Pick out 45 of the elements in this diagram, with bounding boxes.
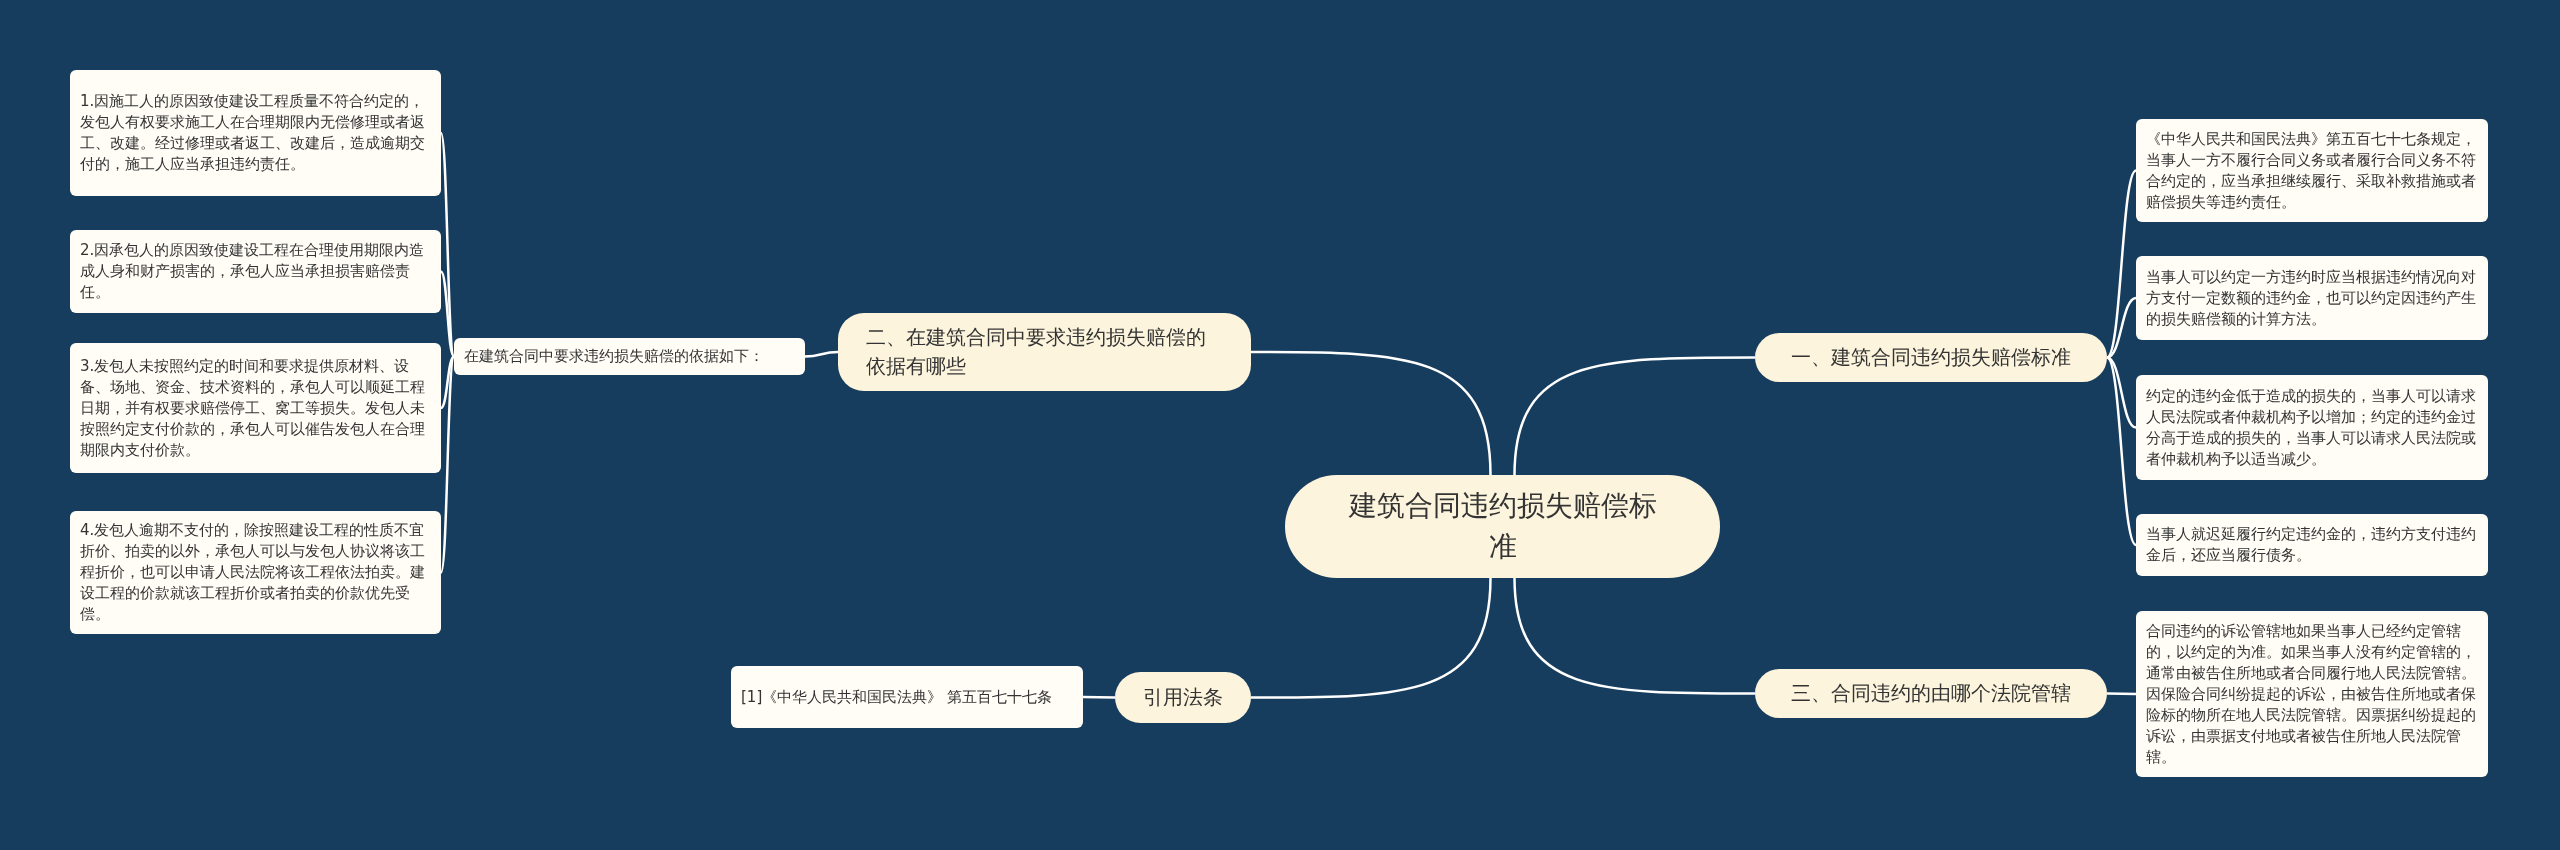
note-text: [1]《中华人民共和国民法典》 第五百七十七条 (741, 686, 1052, 708)
connector-line (2106, 356, 2137, 546)
note-text: 当事人可以约定一方违约时应当根据违约情况向对方支付一定数额的违约金，也可以约定因违约产生的损失赔偿额的计算方法。 (2146, 266, 2477, 330)
connector-line (1251, 350, 1492, 476)
note-text: 在建筑合同中要求违约损失赔偿的依据如下： (464, 346, 764, 367)
connector-line (2106, 169, 2137, 359)
note-card (2136, 375, 2488, 480)
connector-line (2106, 692, 2137, 696)
connector-line (1082, 695, 1116, 699)
note-card (2136, 119, 2488, 222)
note-card (731, 666, 1083, 728)
connector-line (439, 270, 456, 358)
note-card (2136, 256, 2488, 340)
topic-node (1755, 669, 2107, 718)
topic-node (1755, 333, 2107, 382)
connector-line (1513, 356, 1755, 476)
note-card (70, 230, 441, 313)
note-card (70, 511, 441, 634)
note-text: 4.发包人逾期不支付的，除按照建设工程的性质不宜折价、拍卖的以外，承包人可以与发包人协议将该工程折价，也可以申请人民法院将该工程依法拍卖。建设工程的价款就该工程折价或者拍卖的价款优先受偿。 (80, 520, 426, 625)
topic-text: 三、合同违约的由哪个法院管辖 (1791, 680, 2071, 707)
connector-line (1513, 577, 1755, 695)
topic-node (838, 313, 1251, 391)
topic-text: 建筑合同违约损失赔偿标准 (1347, 487, 1658, 565)
connector-line (804, 350, 839, 358)
note-card (70, 343, 441, 473)
note-text: 2.因承包人的原因致使建设工程在合理使用期限内造成人身和财产损害的，承包人应当承担损害赔偿责任。 (80, 240, 426, 303)
note-card (70, 70, 441, 196)
note-text: 当事人就迟延履行约定违约金的，违约方支付违约金后，还应当履行债务。 (2146, 524, 2477, 566)
topic-text: 引用法条 (1143, 684, 1223, 711)
connector-line (439, 356, 456, 573)
note-text: 《中华人民共和国民法典》第五百七十七条规定，当事人一方不履行合同义务或者履行合同义务不符合约定的，应当承担继续履行、采取补救措施或者赔偿损失等违约责任。 (2146, 128, 2477, 213)
connector-line (440, 355, 455, 409)
topic-node (1115, 672, 1251, 723)
connector-line (1251, 577, 1492, 699)
topic-text: 二、在建筑合同中要求违约损失赔偿的依据有哪些 (866, 324, 1207, 380)
note-text: 合同违约的诉讼管辖地如果当事人已经约定管辖的，以约定的为准。如果当事人没有约定管辖的，通常由被告住所地或者合同履行地人民法院管辖。因保险合同纠纷提起的诉讼，由被告住所地或者保险标的物所在地人民法院管辖。因票据纠纷提起的诉讼，由票据支付地或者被告住所地人民法院管辖。 (2146, 620, 2477, 768)
topic-text: 一、建筑合同违约损失赔偿标准 (1791, 344, 2071, 371)
connector-line (2106, 356, 2137, 429)
note-text: 3.发包人未按照约定的时间和要求提供原材料、设备、场地、资金、技术资料的，承包人可以顺延工程日期，并有权要求赔偿停工、窝工等损失。发包人未按照约定支付价款的，承包人可以催告发包人在合理期限内支付价款。 (80, 355, 426, 461)
note-text: 约定的违约金低于造成的损失的，当事人可以请求人民法院或者仲裁机构予以增加；约定的违约金过分高于造成的损失的，当事人可以请求人民法院或者仲裁机构予以适当减少。 (2146, 385, 2477, 470)
connector-line (2106, 296, 2137, 359)
note-card (454, 338, 805, 375)
note-card (2136, 514, 2488, 576)
note-card (2136, 611, 2488, 777)
note-text: 1.因施工人的原因致使建设工程质量不符合约定的，发包人有权要求施工人在合理期限内无偿修理或者返工、改建。经过修理或者返工、改建后，造成逾期交付的，施工人应当承担违约责任。 (80, 91, 426, 175)
